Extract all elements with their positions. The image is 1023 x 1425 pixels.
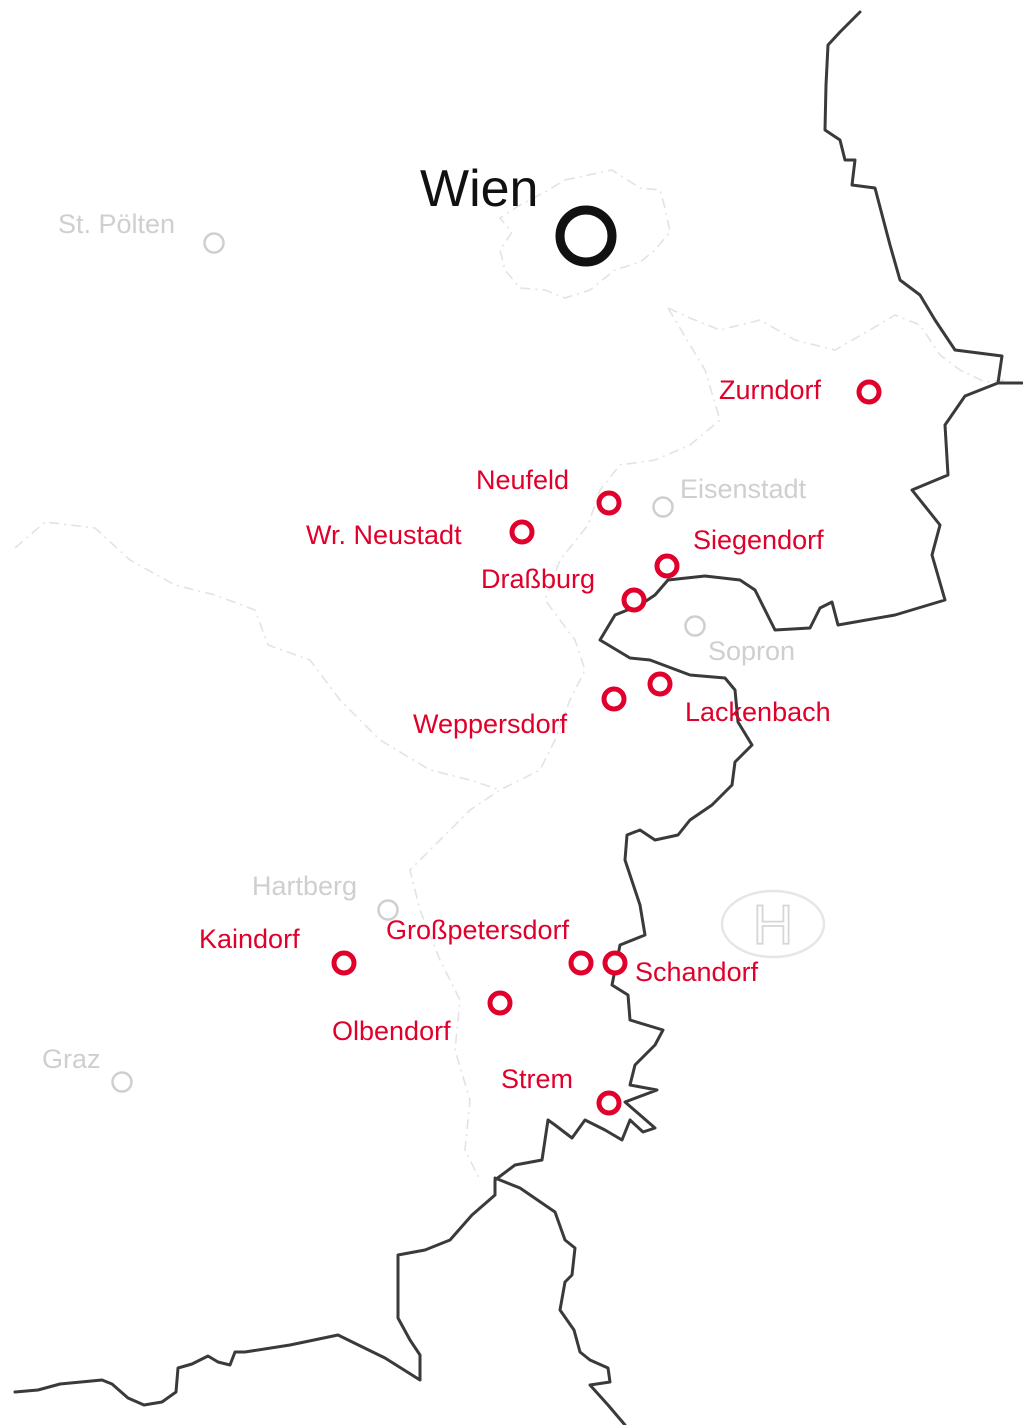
reference-marker bbox=[652, 496, 674, 518]
site-lackenbach: Lackenbach bbox=[647, 671, 831, 727]
site-marker bbox=[596, 1090, 622, 1116]
reference-label: Hartberg bbox=[252, 871, 357, 901]
site-label: Zurndorf bbox=[719, 375, 822, 405]
site-schandorf: Schandorf bbox=[602, 950, 759, 987]
sites: Zurndorf Neufeld Wr. Neustadt Siegendorf… bbox=[199, 375, 882, 1116]
site-marker bbox=[601, 686, 627, 712]
capital-marker bbox=[555, 205, 617, 267]
site-label: Lackenbach bbox=[685, 697, 831, 727]
site-grosspetersdorf: Großpetersdorf bbox=[386, 915, 594, 976]
site-marker bbox=[654, 553, 680, 579]
site-label: Olbendorf bbox=[332, 1016, 451, 1046]
site-marker bbox=[331, 950, 357, 976]
site-label: Großpetersdorf bbox=[386, 915, 570, 945]
highway-sign-icon: H bbox=[720, 889, 826, 959]
site-label: Draßburg bbox=[481, 564, 595, 594]
reference-label: Eisenstadt bbox=[680, 474, 807, 504]
site-olbendorf: Olbendorf bbox=[332, 990, 513, 1046]
site-label: Wr. Neustadt bbox=[306, 520, 462, 550]
noe-stmk-border bbox=[14, 521, 501, 791]
reference-city-hartberg: Hartberg bbox=[252, 871, 399, 921]
site-marker bbox=[647, 671, 673, 697]
national-border-east bbox=[823, 10, 1023, 385]
site-marker bbox=[602, 950, 628, 976]
reference-marker bbox=[684, 615, 706, 637]
vienna-border bbox=[498, 169, 671, 299]
site-marker bbox=[596, 490, 622, 516]
site-label: Schandorf bbox=[635, 957, 759, 987]
site-drassburg: Draßburg bbox=[481, 564, 647, 613]
reference-city-graz: Graz bbox=[42, 1044, 133, 1093]
reference-label: Sopron bbox=[708, 636, 795, 666]
reference-label: Graz bbox=[42, 1044, 101, 1074]
site-label: Siegendorf bbox=[693, 525, 824, 555]
national-borders bbox=[13, 10, 1023, 1425]
regional-borders bbox=[14, 169, 1006, 1181]
site-label: Strem bbox=[501, 1064, 573, 1094]
site-marker bbox=[509, 519, 535, 545]
reference-label: St. Pölten bbox=[58, 209, 175, 239]
reference-city-eisenstadt: Eisenstadt bbox=[652, 474, 807, 518]
national-border-southeast bbox=[13, 381, 1000, 1407]
capital-wien: Wien bbox=[420, 160, 617, 267]
site-wr-neustadt: Wr. Neustadt bbox=[306, 519, 535, 550]
highway-sign-text: H bbox=[753, 893, 793, 956]
site-marker bbox=[487, 990, 513, 1016]
reference-marker bbox=[203, 232, 225, 254]
site-marker bbox=[856, 379, 882, 405]
site-label: Kaindorf bbox=[199, 924, 300, 954]
site-zurndorf: Zurndorf bbox=[719, 375, 882, 405]
national-border-southwest bbox=[493, 1176, 627, 1425]
site-siegendorf: Siegendorf bbox=[654, 525, 824, 579]
reference-city-sopron: Sopron bbox=[684, 615, 795, 666]
reference-city-st-poelten: St. Pölten bbox=[58, 209, 225, 254]
site-label: Neufeld bbox=[476, 465, 569, 495]
site-neufeld: Neufeld bbox=[476, 465, 622, 516]
site-strem: Strem bbox=[501, 1064, 622, 1116]
reference-cities: St. Pölten Eisenstadt Sopron Hartberg Gr… bbox=[42, 209, 807, 1093]
site-label: Weppersdorf bbox=[413, 709, 568, 739]
site-kaindorf: Kaindorf bbox=[199, 924, 357, 976]
capital-label: Wien bbox=[420, 160, 538, 218]
burgenland-north-border bbox=[667, 307, 1006, 383]
site-weppersdorf: Weppersdorf bbox=[413, 686, 627, 739]
site-marker bbox=[621, 587, 647, 613]
reference-marker bbox=[377, 899, 399, 921]
burgenland-west-border bbox=[409, 307, 721, 1181]
reference-marker bbox=[111, 1071, 133, 1093]
site-marker bbox=[568, 950, 594, 976]
